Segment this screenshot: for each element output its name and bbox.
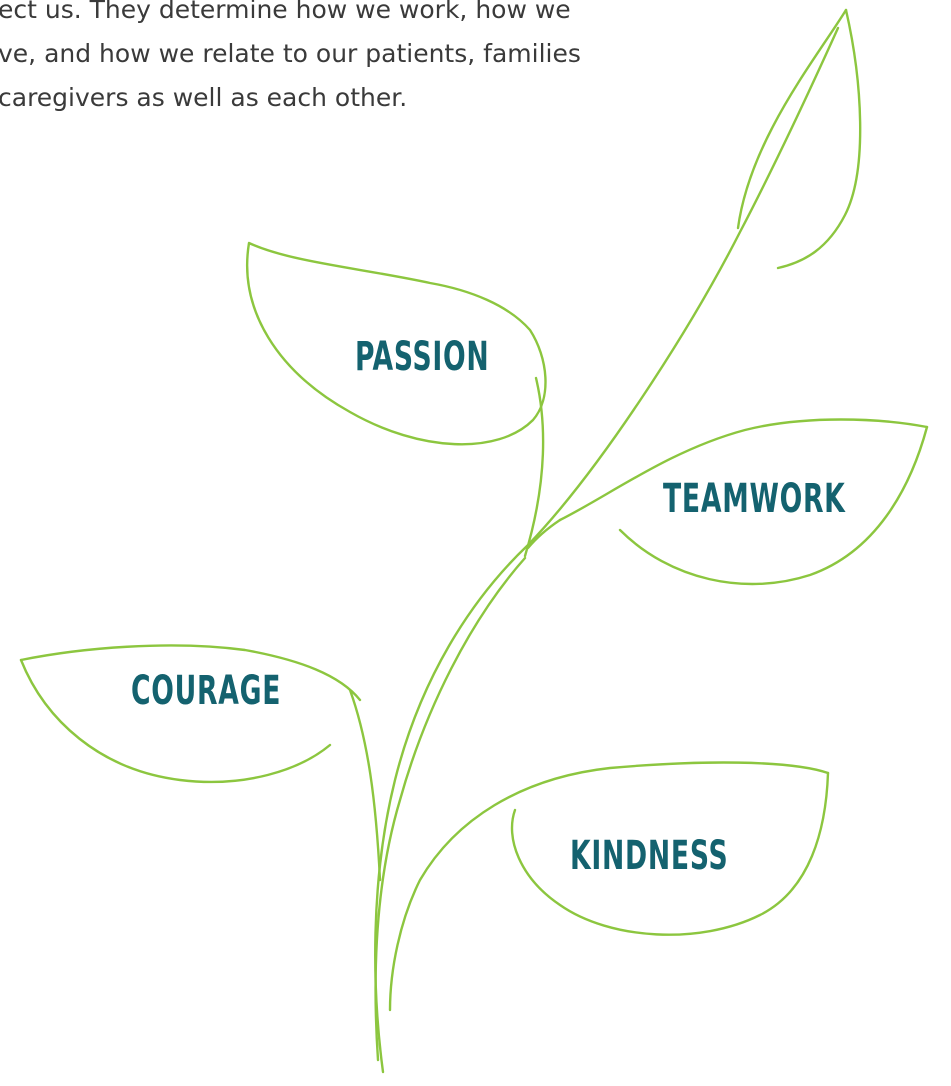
courage-leaf bbox=[19, 644, 362, 702]
kindness-leaf bbox=[388, 761, 830, 1012]
vine-stem-inner bbox=[374, 556, 527, 1062]
value-label-teamwork: TEAMWORK bbox=[663, 476, 846, 522]
passion-leaf-stem bbox=[523, 376, 545, 558]
teamwork-leaf bbox=[558, 418, 929, 522]
value-label-kindness: KINDNESS bbox=[570, 833, 729, 879]
top-leaf-edge bbox=[776, 8, 862, 270]
value-label-courage: COURAGE bbox=[131, 668, 282, 714]
courage-leaf-underside bbox=[19, 658, 332, 784]
intro-line-1: ect us. They determine how we work, how … bbox=[0, 0, 571, 24]
value-label-passion: PASSION bbox=[355, 334, 490, 380]
intro-paragraph: ect us. They determine how we work, how … bbox=[0, 0, 738, 120]
courage-leaf-stem bbox=[348, 688, 382, 882]
intro-line-2: ve, and how we relate to our patients, f… bbox=[0, 39, 581, 68]
kindness-leaf-underside bbox=[510, 771, 830, 936]
teamwork-leaf-join bbox=[526, 518, 562, 550]
teamwork-leaf-underside bbox=[618, 425, 929, 586]
intro-line-3: caregivers as well as each other. bbox=[0, 83, 408, 112]
top-leaf bbox=[736, 8, 848, 230]
vine-stem bbox=[374, 26, 840, 1074]
passion-leaf bbox=[246, 241, 547, 446]
